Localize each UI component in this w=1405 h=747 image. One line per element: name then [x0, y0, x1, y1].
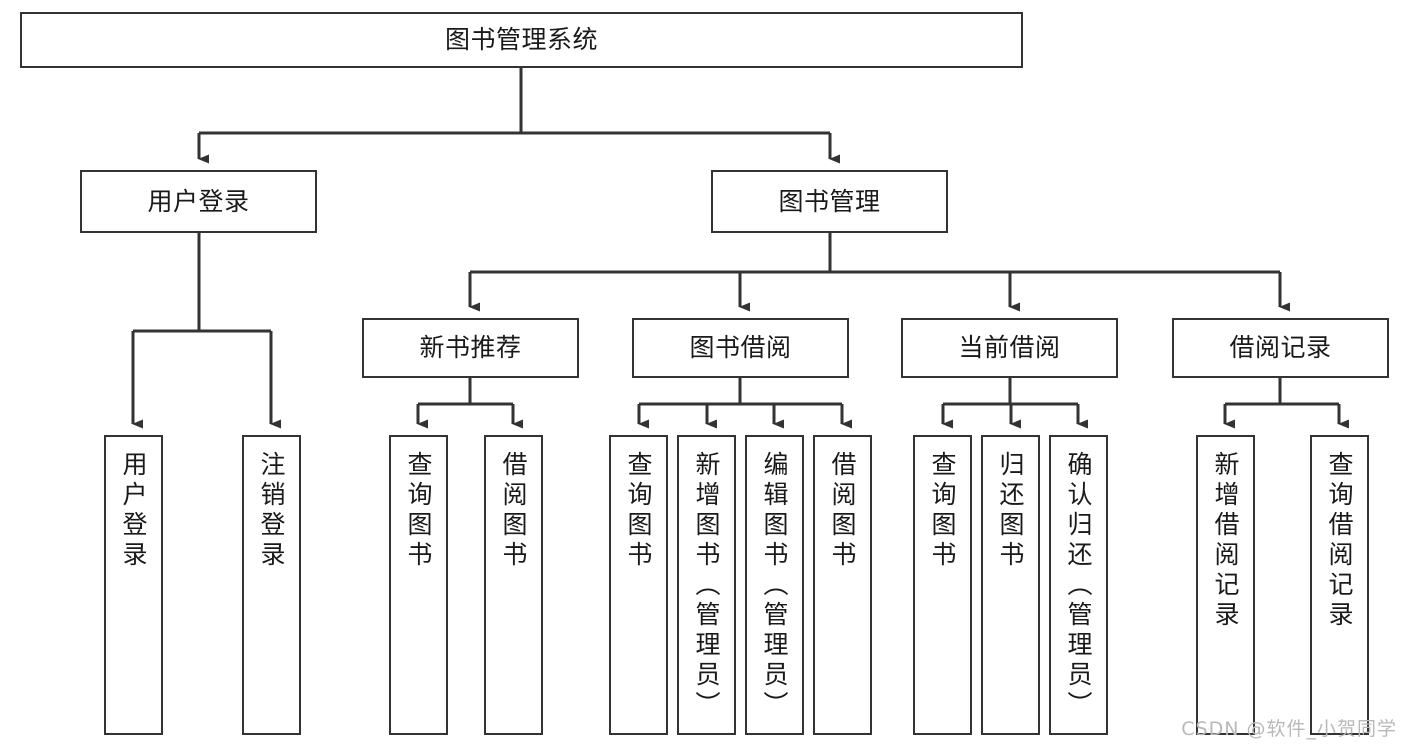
node-label: 借阅图书: [828, 451, 857, 571]
node-user-login[interactable]: 用户登录: [80, 170, 317, 233]
node-label: 新书推荐: [419, 333, 522, 363]
leaf-user-login-logout[interactable]: 注销登录: [242, 435, 301, 735]
node-label: 新增图书（管理员）: [692, 451, 721, 721]
node-book-borrow[interactable]: 图书借阅: [632, 318, 849, 378]
leaf-new-book-borrow-book[interactable]: 借阅图书: [484, 435, 543, 735]
node-label: 新增借阅记录: [1211, 451, 1240, 631]
node-label: 图书管理系统: [444, 25, 598, 55]
leaf-user-login-login[interactable]: 用户登录: [104, 435, 163, 735]
leaf-book-borrow-query-book[interactable]: 查询图书: [609, 435, 668, 735]
node-root-system[interactable]: 图书管理系统: [20, 12, 1023, 68]
node-label: 用户登录: [119, 451, 148, 571]
leaf-book-borrow-edit-book-admin[interactable]: 编辑图书（管理员）: [745, 435, 804, 735]
node-book-management[interactable]: 图书管理: [711, 170, 948, 233]
node-label: 编辑图书（管理员）: [760, 451, 789, 721]
leaf-book-borrow-borrow-book[interactable]: 借阅图书: [813, 435, 872, 735]
leaf-current-borrow-query-book[interactable]: 查询图书: [913, 435, 972, 735]
leaf-borrow-record-query-record[interactable]: 查询借阅记录: [1310, 435, 1369, 735]
node-label: 借阅图书: [499, 451, 528, 571]
node-new-book-recommend[interactable]: 新书推荐: [362, 318, 579, 378]
node-label: 确认归还（管理员）: [1064, 451, 1093, 721]
leaf-new-book-query-book[interactable]: 查询图书: [389, 435, 448, 735]
node-label: 归还图书: [996, 451, 1025, 571]
leaf-borrow-record-add-record[interactable]: 新增借阅记录: [1196, 435, 1255, 735]
leaf-current-borrow-confirm-return-admin[interactable]: 确认归还（管理员）: [1049, 435, 1108, 735]
node-label: 借阅记录: [1229, 333, 1332, 363]
node-label: 查询图书: [928, 451, 957, 571]
node-label: 注销登录: [257, 451, 286, 571]
node-label: 查询图书: [404, 451, 433, 571]
node-label: 当前借阅: [958, 333, 1061, 363]
leaf-book-borrow-add-book-admin[interactable]: 新增图书（管理员）: [677, 435, 736, 735]
node-label: 图书借阅: [689, 333, 792, 363]
watermark-text: CSDN @软件_小贺同学: [1181, 718, 1397, 740]
node-label: 查询借阅记录: [1325, 451, 1354, 631]
leaf-current-borrow-return-book[interactable]: 归还图书: [981, 435, 1040, 735]
node-label: 查询图书: [624, 451, 653, 571]
node-current-borrow[interactable]: 当前借阅: [901, 318, 1118, 378]
node-label: 用户登录: [147, 186, 250, 216]
node-borrow-record[interactable]: 借阅记录: [1172, 318, 1389, 378]
node-label: 图书管理: [778, 186, 881, 216]
